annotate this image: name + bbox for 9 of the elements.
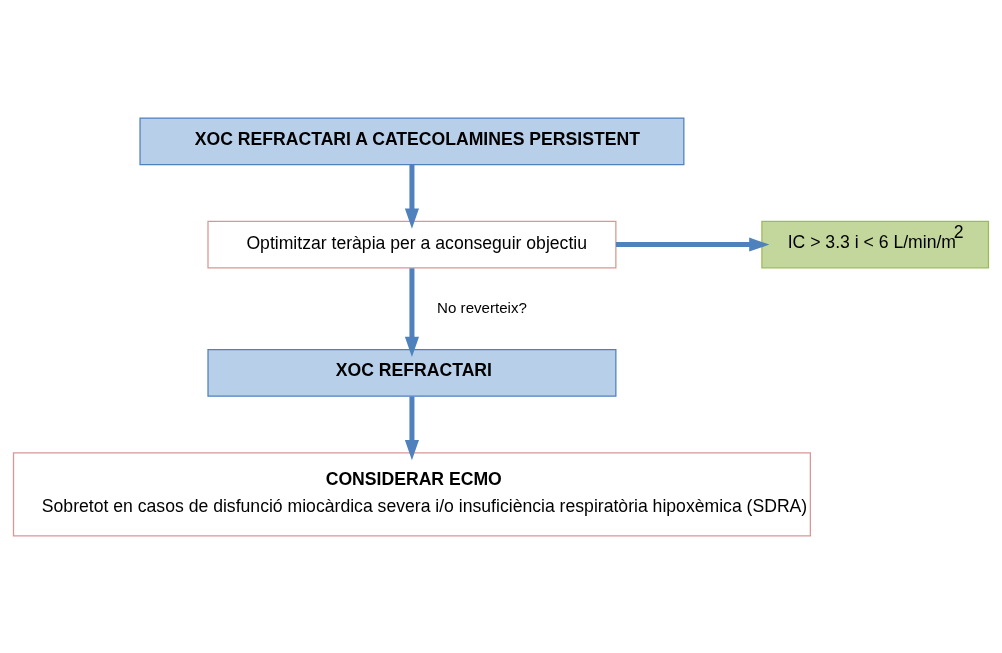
- arrow: [404, 164, 419, 229]
- arrow: [615, 236, 770, 252]
- arrow: [404, 267, 419, 357]
- arrow: [404, 396, 419, 460]
- node-box: XOC REFRACTARI: [207, 348, 617, 397]
- node-box: XOC REFRACTARI A CATECOLAMINES PERSISTENT: [139, 116, 685, 165]
- edge-label: No reverteix?: [437, 298, 527, 316]
- node-box: Optimitzar teràpia per a aconseguir objectiu: [207, 220, 617, 268]
- node-box: CONSIDERAR ECMO Sobretot en casos de disfunció miocàrdica severa i/o insuficiència respiratòria hipoxèmica (SDRA): [12, 451, 811, 537]
